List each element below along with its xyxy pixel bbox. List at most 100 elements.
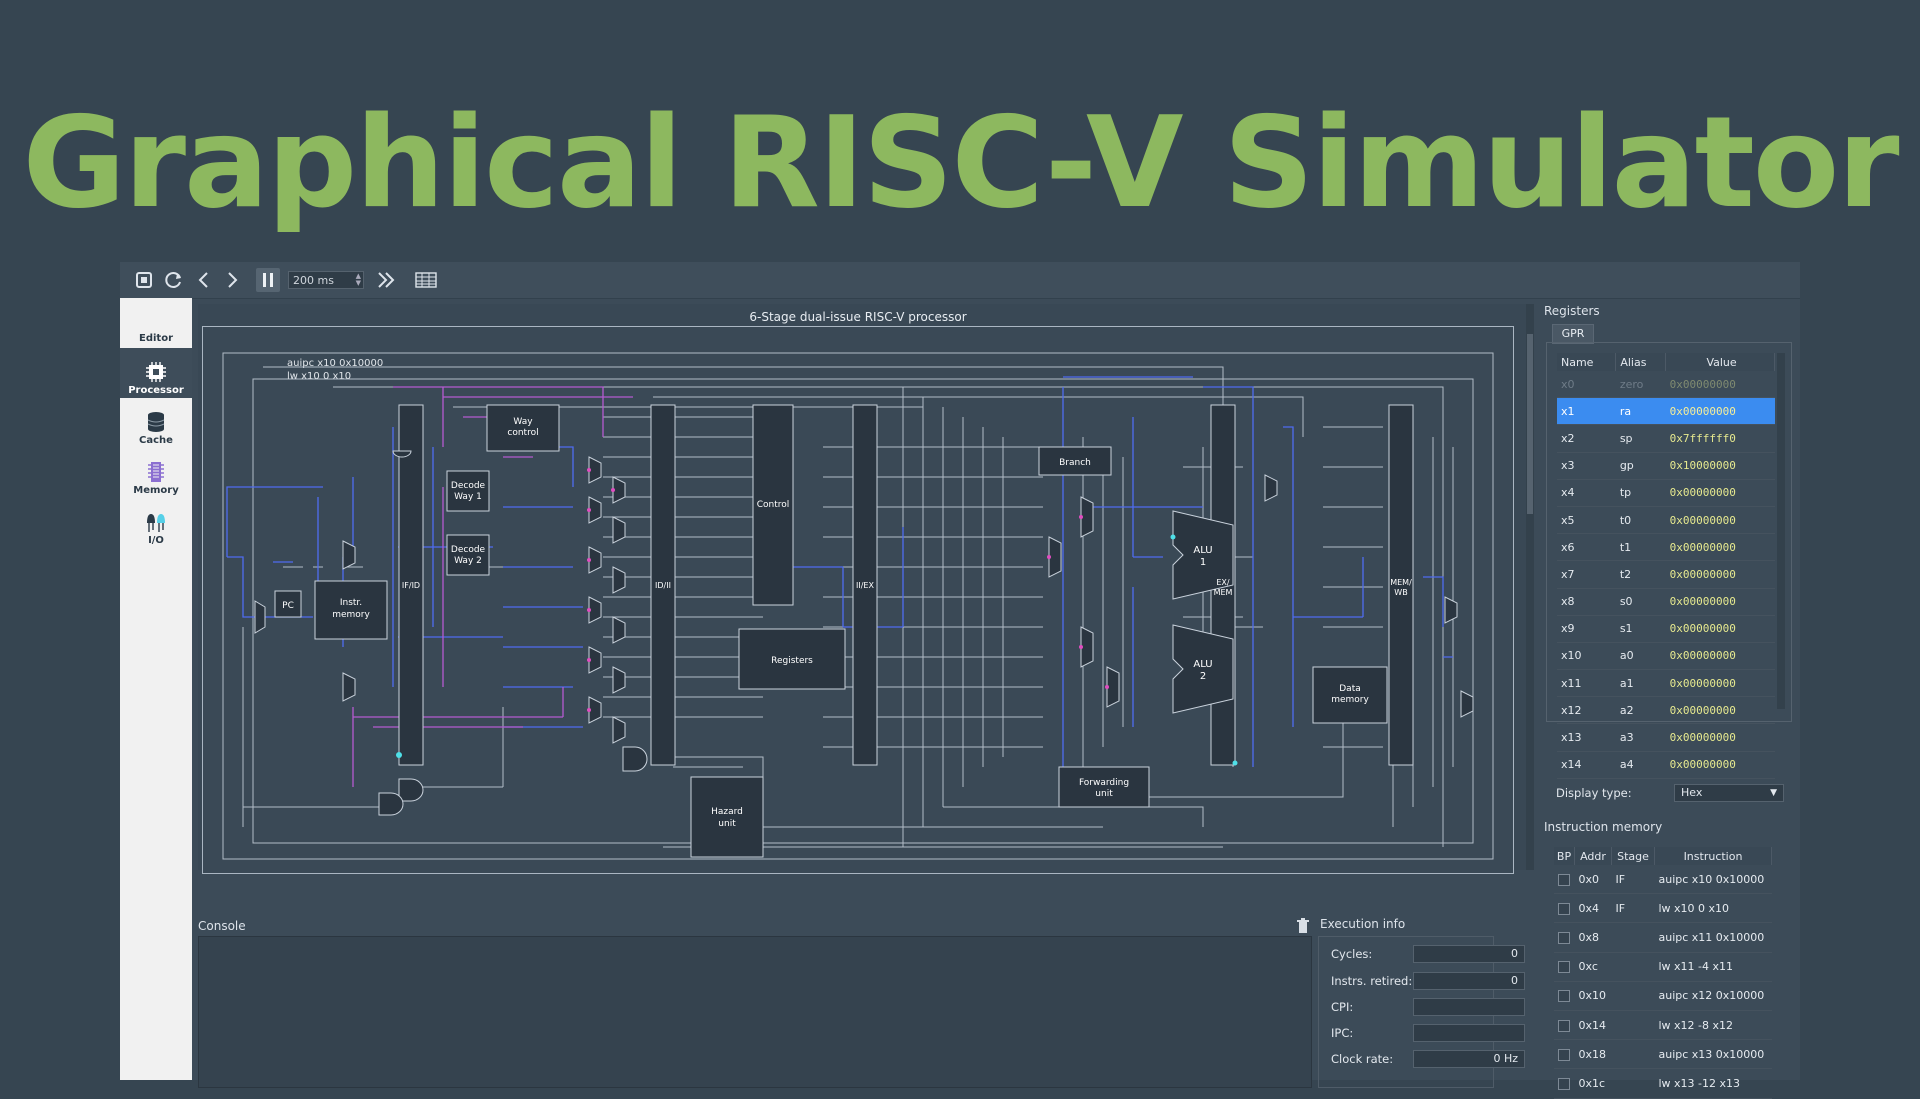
block-label: WB <box>1394 588 1407 597</box>
sidebar-item-label: Cache <box>139 435 173 446</box>
breakpoint-checkbox[interactable] <box>1558 1048 1570 1061</box>
breakpoint-checkbox[interactable] <box>1558 1019 1570 1032</box>
breakpoint-checkbox[interactable] <box>1558 1077 1570 1090</box>
breakpoint-checkbox[interactable] <box>1558 961 1570 974</box>
console-output[interactable] <box>198 936 1312 1088</box>
register-alias: sp <box>1615 424 1666 453</box>
datapath-svg: Way control Decode Way 1 Decode Way 2 PC… <box>222 352 1494 860</box>
trash-icon[interactable] <box>1296 918 1310 934</box>
block-label: MEM/ <box>1390 578 1412 587</box>
step-back-icon[interactable] <box>192 268 216 292</box>
register-value[interactable]: 0x00000000 <box>1665 533 1775 562</box>
run-fast-icon[interactable] <box>374 268 398 292</box>
id-ii-register <box>650 404 676 766</box>
register-value[interactable]: 0x00000000 <box>1665 506 1775 535</box>
instruction-text: auipc x12 0x10000 <box>1654 981 1772 1011</box>
column-header[interactable]: Stage <box>1611 847 1655 865</box>
register-value[interactable]: 0x00000000 <box>1665 615 1775 643</box>
register-value[interactable]: 0x00000000 <box>1665 588 1775 616</box>
registers-title: Registers <box>1544 304 1600 318</box>
tab-gpr[interactable]: GPR <box>1552 324 1594 344</box>
register-value[interactable]: 0x00000000 <box>1665 723 1775 752</box>
reset-icon[interactable] <box>162 268 186 292</box>
diagram-scrollbar[interactable] <box>1526 304 1534 870</box>
breakpoint-checkbox[interactable] <box>1558 902 1570 915</box>
register-name: x2 <box>1557 424 1616 453</box>
column-header[interactable]: Name <box>1557 353 1617 371</box>
instruction-text: lw x13 -12 x13 <box>1654 1068 1772 1099</box>
breakpoint-checkbox[interactable] <box>1558 873 1570 886</box>
register-value[interactable]: 0x00000000 <box>1665 560 1775 589</box>
decode-way2-block <box>446 534 490 576</box>
column-header[interactable]: BP <box>1554 847 1575 865</box>
sidebar-item-editor[interactable]: Editor <box>120 298 192 346</box>
column-header[interactable]: Value <box>1665 353 1775 371</box>
register-value[interactable]: 0x00000000 <box>1665 669 1775 698</box>
sidebar-item-label: Memory <box>133 485 179 496</box>
block-label: ID/II <box>655 581 671 590</box>
column-header[interactable]: Addr <box>1574 847 1612 865</box>
spin-arrows-icon[interactable]: ▲▼ <box>355 272 361 287</box>
scrollbar-thumb[interactable] <box>1527 334 1533 514</box>
stop-icon[interactable] <box>132 268 156 292</box>
register-value[interactable]: 0x00000000 <box>1665 371 1775 399</box>
column-header[interactable]: Instruction <box>1654 847 1772 865</box>
instruction-stage <box>1611 1010 1655 1041</box>
register-value[interactable]: 0x00000000 <box>1665 751 1775 779</box>
sidebar-item-cache[interactable]: Cache <box>120 400 192 448</box>
control-block <box>752 404 794 606</box>
sidebar-item-io[interactable]: I/O <box>120 500 192 548</box>
register-alias: ra <box>1615 397 1666 426</box>
column-header[interactable]: Alias <box>1615 353 1667 371</box>
block-label: unit <box>1095 789 1113 799</box>
register-value[interactable]: 0x10000000 <box>1665 452 1775 480</box>
register-name: x4 <box>1557 479 1616 507</box>
sidebar-item-memory[interactable]: Memory <box>120 450 192 498</box>
register-value[interactable]: 0x00000000 <box>1665 642 1775 671</box>
breakpoint-checkbox[interactable] <box>1558 931 1570 944</box>
register-name: x7 <box>1557 560 1616 589</box>
step-forward-icon[interactable] <box>220 268 244 292</box>
diagram-canvas: auipc x10 0x10000 lw x10 0 x10 <box>202 326 1514 874</box>
register-value[interactable]: 0x00000000 <box>1665 696 1775 725</box>
register-alias: s0 <box>1615 588 1666 616</box>
delay-spinbox[interactable]: 200 ms ▲▼ <box>288 271 364 289</box>
register-value[interactable]: 0x7ffffff0 <box>1665 424 1775 453</box>
sidebar-item-processor[interactable]: Processor <box>120 348 192 398</box>
register-value[interactable]: 0x00000000 <box>1665 479 1775 507</box>
block-label-group: Way control Decode Way 1 Decode Way 2 PC… <box>282 417 1412 829</box>
display-type-select[interactable]: Hex ▼ <box>1674 784 1784 802</box>
registers-scrollbar[interactable] <box>1777 353 1785 709</box>
breakpoint-checkbox[interactable] <box>1558 990 1570 1003</box>
table-view-icon[interactable] <box>414 268 438 292</box>
block-label: Instr. <box>340 598 362 608</box>
forwarding-unit-block <box>1058 766 1150 808</box>
pause-icon[interactable] <box>256 268 280 292</box>
register-value[interactable]: 0x00000000 <box>1665 397 1775 426</box>
register-alias: s1 <box>1615 615 1666 643</box>
